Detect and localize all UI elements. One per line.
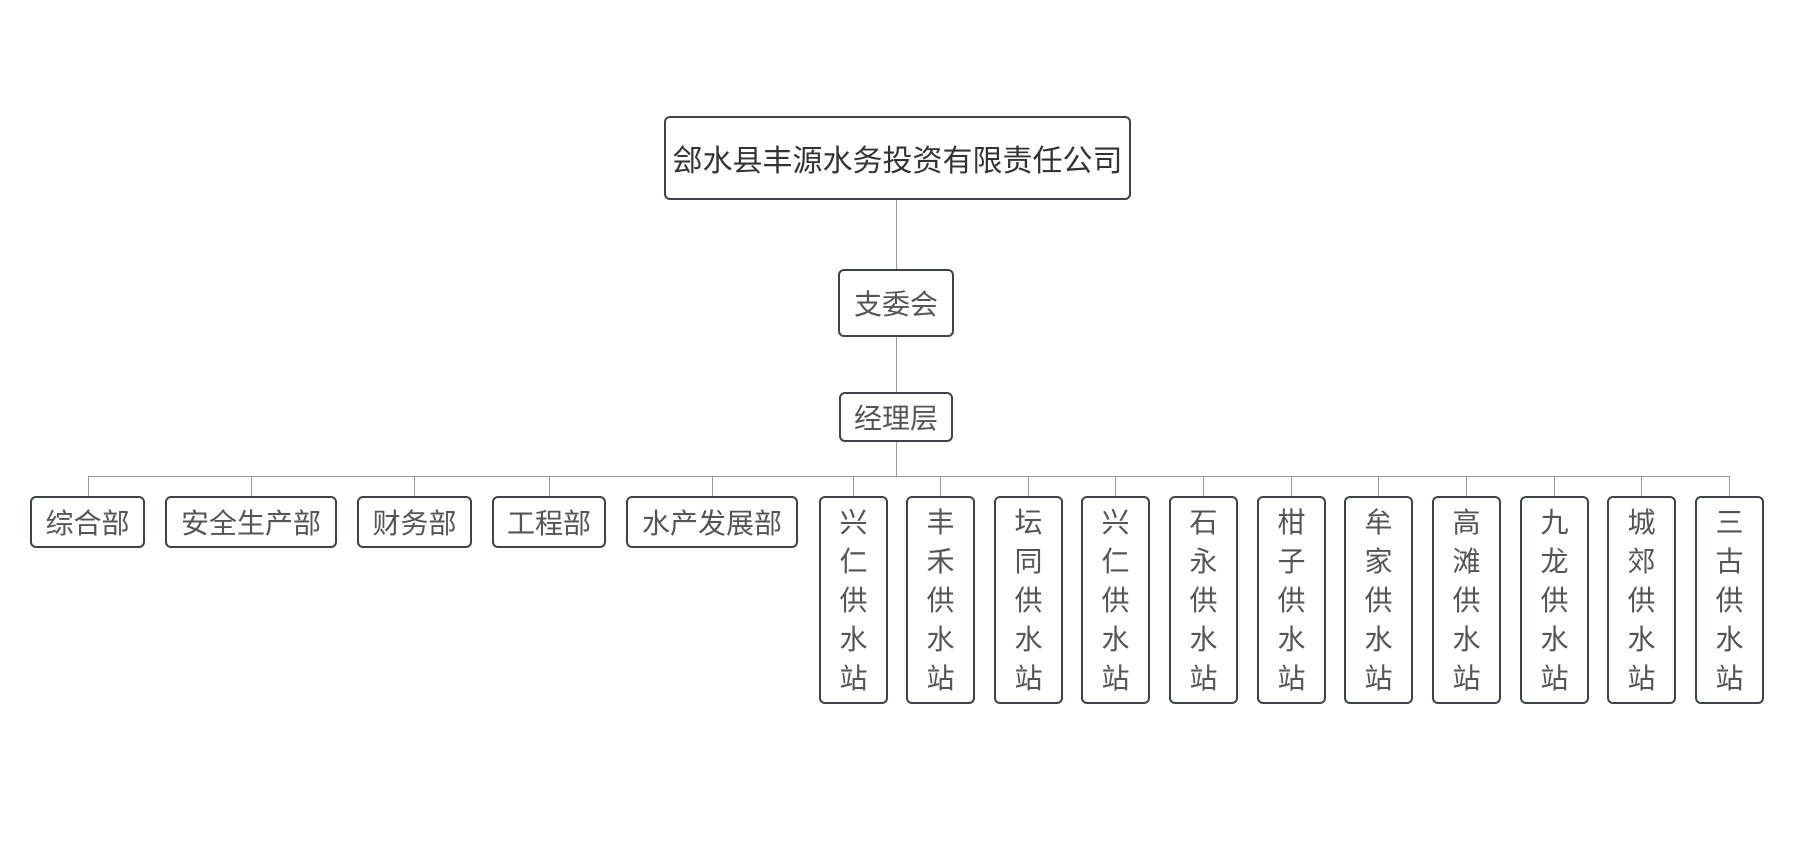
- station-node: 坛同供水站: [994, 496, 1063, 704]
- station-node: 柑子供水站: [1257, 496, 1326, 704]
- station-label: 丰禾供水站: [926, 505, 955, 695]
- department-node: 财务部: [357, 496, 472, 548]
- department-label: 财务部: [372, 507, 457, 540]
- company-name: 郐水县丰源水务投资有限责任公司: [672, 144, 1123, 179]
- department-node: 工程部: [492, 496, 606, 548]
- connector-branch: [414, 476, 415, 496]
- management-node: 经理层: [839, 392, 953, 442]
- connector-branch: [88, 476, 89, 496]
- connector-branch: [712, 476, 713, 496]
- connector-branch: [1641, 476, 1642, 496]
- station-label: 兴仁供水站: [839, 505, 868, 695]
- connector-branch: [1203, 476, 1204, 496]
- station-label: 城郊供水站: [1627, 505, 1656, 695]
- station-label: 石永供水站: [1189, 505, 1218, 695]
- station-node: 兴仁供水站: [1081, 496, 1150, 704]
- station-node: 石永供水站: [1169, 496, 1238, 704]
- connector-management-down: [896, 442, 897, 476]
- connector-branch: [940, 476, 941, 496]
- department-label: 水产发展部: [641, 507, 782, 540]
- connector-root-to-committee: [896, 200, 897, 269]
- connector-branch: [251, 476, 252, 496]
- station-label: 兴仁供水站: [1101, 505, 1130, 695]
- station-label: 坛同供水站: [1014, 505, 1043, 695]
- station-label: 柑子供水站: [1277, 505, 1306, 695]
- station-node: 三古供水站: [1695, 496, 1764, 704]
- connector-branch: [1028, 476, 1029, 496]
- connector-branch: [1115, 476, 1116, 496]
- connector-committee-to-management: [896, 337, 897, 392]
- connector-branch: [1466, 476, 1467, 496]
- station-label: 九龙供水站: [1540, 505, 1569, 695]
- connector-branch: [853, 476, 854, 496]
- department-node: 综合部: [30, 496, 145, 548]
- connector-horizontal-bus: [88, 476, 1730, 477]
- station-label: 高滩供水站: [1452, 505, 1481, 695]
- station-label: 三古供水站: [1715, 505, 1744, 695]
- department-label: 安全生产部: [180, 507, 321, 540]
- connector-branch: [1729, 476, 1730, 496]
- connector-branch: [1378, 476, 1379, 496]
- management-label: 经理层: [853, 402, 938, 435]
- station-node: 城郊供水站: [1607, 496, 1676, 704]
- station-node: 高滩供水站: [1432, 496, 1501, 704]
- committee-node: 支委会: [838, 269, 954, 337]
- station-node: 丰禾供水站: [906, 496, 975, 704]
- department-node: 水产发展部: [626, 496, 798, 548]
- department-label: 综合部: [45, 507, 130, 540]
- committee-label: 支委会: [853, 288, 938, 321]
- station-node: 九龙供水站: [1520, 496, 1589, 704]
- station-node: 牟家供水站: [1344, 496, 1413, 704]
- connector-branch: [549, 476, 550, 496]
- station-node: 兴仁供水站: [819, 496, 888, 704]
- station-label: 牟家供水站: [1364, 505, 1393, 695]
- company-node: 郐水县丰源水务投资有限责任公司: [664, 116, 1131, 200]
- connector-branch: [1554, 476, 1555, 496]
- connector-branch: [1291, 476, 1292, 496]
- department-label: 工程部: [506, 507, 591, 540]
- department-node: 安全生产部: [165, 496, 337, 548]
